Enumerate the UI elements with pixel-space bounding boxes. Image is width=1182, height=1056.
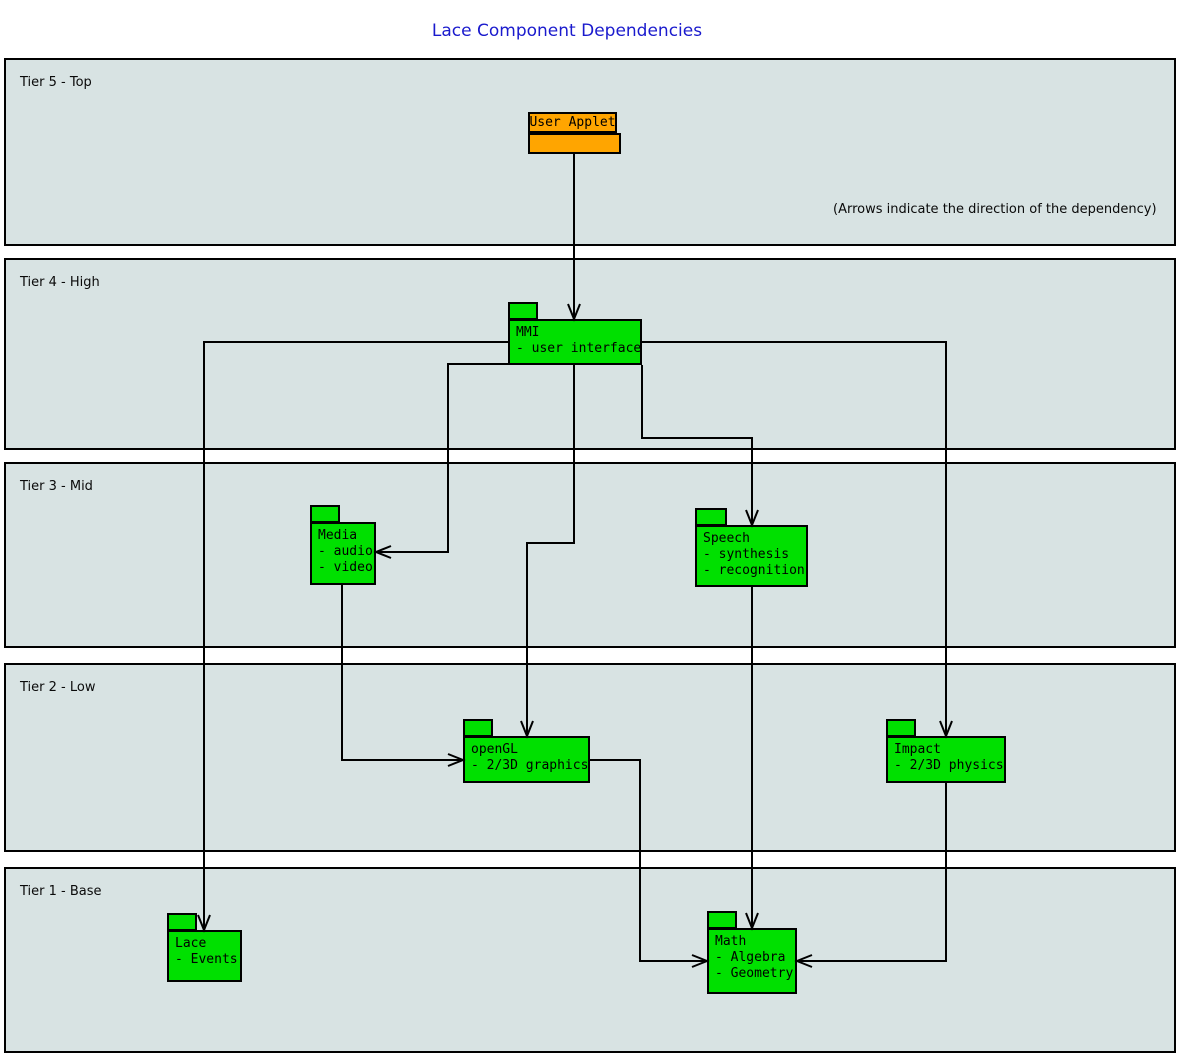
- component-opengl-tab: [463, 719, 493, 737]
- component-opengl: openGL- 2/3D graphics: [463, 736, 590, 783]
- component-text-line: - synthesis: [703, 547, 790, 562]
- component-text-line: Media: [318, 528, 358, 543]
- component-mmi: MMI- user interface: [508, 319, 642, 365]
- component-text-line: - Geometry: [715, 966, 794, 981]
- component-text-line: Lace: [175, 936, 207, 951]
- component-text-line: Math: [715, 934, 747, 949]
- tier-label: Tier 1 - Base: [20, 884, 102, 899]
- tier-label: Tier 4 - High: [20, 275, 100, 290]
- component-lace: Lace- Events: [167, 930, 242, 982]
- component-speech-tab: [695, 508, 727, 526]
- component-text-line: Impact: [894, 742, 941, 757]
- tier-label: Tier 2 - Low: [20, 680, 96, 695]
- component-speech: Speech- synthesis- recognition: [695, 525, 808, 587]
- diagram-title: Lace Component Dependencies: [431, 21, 703, 41]
- component-text-line: - 2/3D physics: [894, 758, 1004, 773]
- component-text-line: openGL: [471, 742, 518, 757]
- component-text-line: - 2/3D graphics: [471, 758, 589, 773]
- dependency-direction-note: (Arrows indicate the direction of the de…: [833, 202, 1157, 217]
- component-text-line: - user interface: [516, 341, 642, 356]
- component-text-line: - video: [318, 560, 373, 575]
- tier-label: Tier 5 - Top: [20, 75, 92, 90]
- tier-label: Tier 3 - Mid: [20, 479, 93, 494]
- component-text-line: - recognition: [703, 563, 805, 578]
- component-text-line: - audio: [318, 544, 373, 559]
- component-media: Media- audio- video: [310, 522, 376, 585]
- component-math: Math- Algebra- Geometry: [707, 928, 797, 994]
- component-text-line: Speech: [703, 531, 750, 546]
- component-impact: Impact- 2/3D physics: [886, 736, 1006, 783]
- component-text-line: - Events: [175, 952, 238, 967]
- component-impact-tab: [886, 719, 916, 737]
- tier-band-tier-3-mid: Tier 3 - Mid: [4, 462, 1176, 648]
- component-user-applet: [528, 133, 621, 154]
- component-math-tab: [707, 911, 737, 929]
- component-lace-tab: [167, 913, 197, 931]
- component-media-tab: [310, 505, 340, 523]
- component-user-applet-label: User Applet: [528, 112, 617, 133]
- component-text-line: MMI: [516, 325, 540, 340]
- component-mmi-tab: [508, 302, 538, 320]
- component-text-line: - Algebra: [715, 950, 786, 965]
